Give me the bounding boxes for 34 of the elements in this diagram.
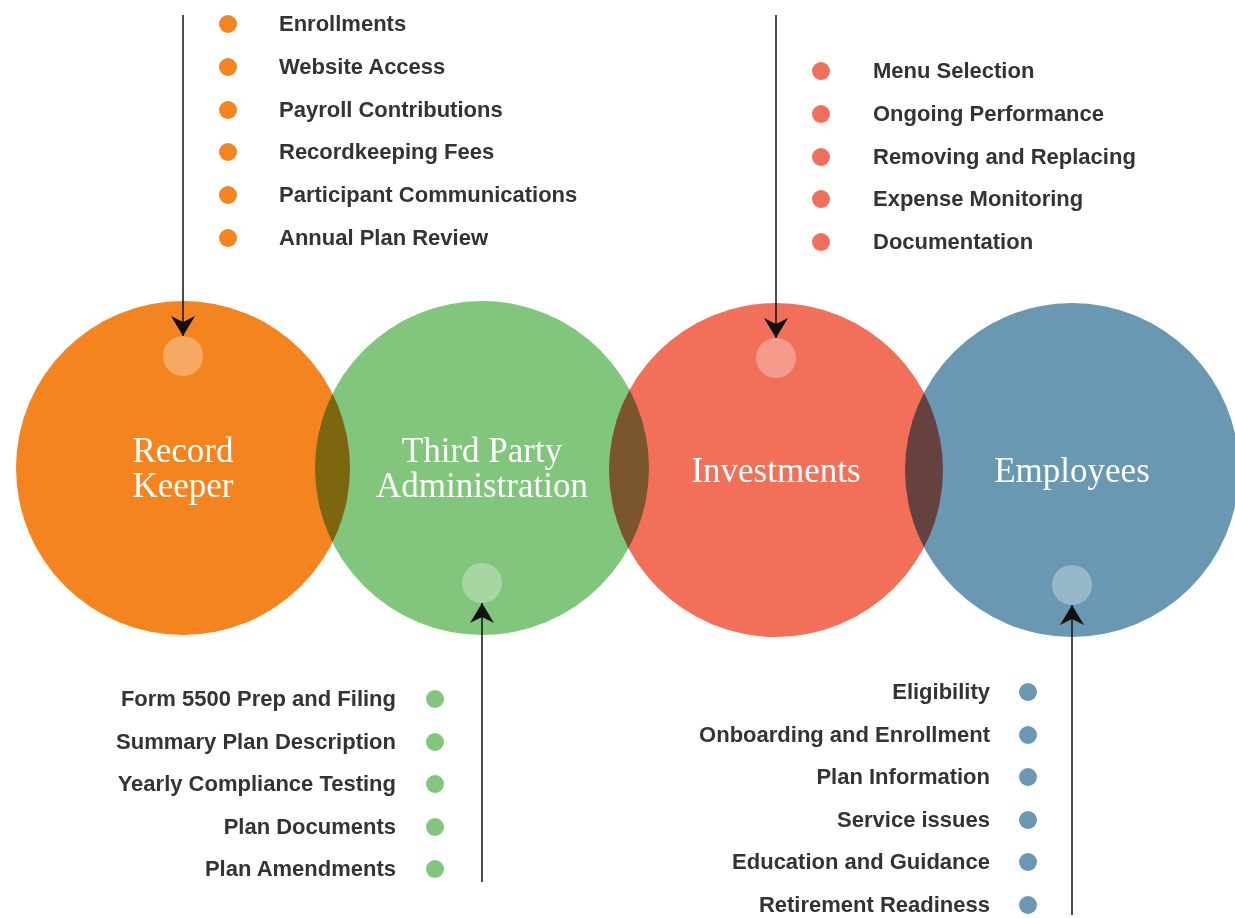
list-item: Ongoing Performance (873, 100, 1105, 127)
marker-dot (756, 338, 796, 378)
list-item: Participant Communications (279, 182, 578, 209)
list-item: Summary Plan Description (116, 728, 396, 755)
arrow (171, 14, 195, 337)
circle-title: Third Party Administration (375, 433, 589, 503)
list-item: Menu Selection (873, 58, 1035, 84)
list-item: Removing and Replacing (873, 143, 1136, 170)
list-item: Plan Information (816, 764, 990, 791)
arrow (1060, 604, 1084, 916)
list-item: Documentation (873, 229, 1034, 256)
list-item: Yearly Compliance Testing (117, 771, 396, 798)
list-item: Enrollments (279, 11, 407, 37)
circle-title: Record Keeper (131, 433, 235, 503)
list-item: Eligibility (892, 679, 990, 705)
list-item: Annual Plan Review (279, 225, 489, 251)
marker-dot (462, 563, 502, 603)
marker-dot (1052, 565, 1092, 605)
list-item: Onboarding and Enrollment (699, 721, 990, 748)
list-item: Form 5500 Prep and Filing (120, 686, 396, 712)
circle-title: Investments (690, 452, 862, 488)
list-item: Service issues (837, 806, 990, 833)
arrow (764, 14, 788, 339)
arrow (470, 602, 494, 883)
list-item: Expense Monitoring (873, 186, 1084, 213)
circle-title: Employees (993, 452, 1151, 488)
list-item: Payroll Contributions (279, 96, 503, 123)
list-item: Website Access (279, 53, 446, 80)
list-item: Education and Guidance (732, 849, 990, 876)
list-item: Plan Amendments (204, 856, 396, 883)
list-item: Recordkeeping Fees (279, 139, 495, 166)
marker-dot (163, 336, 203, 376)
list-item: Retirement Readiness (758, 892, 990, 918)
list-item: Plan Documents (223, 813, 396, 840)
